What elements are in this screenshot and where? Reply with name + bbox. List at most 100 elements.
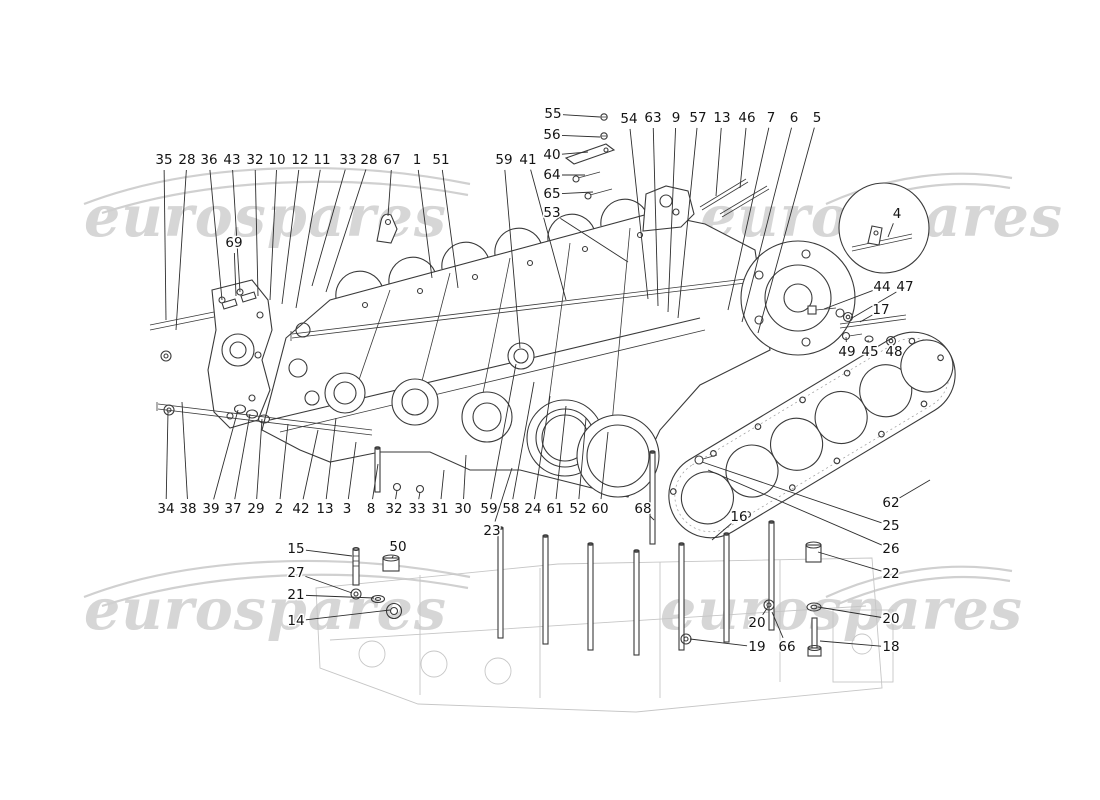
leader-line — [859, 314, 873, 323]
part-label: 56 — [543, 127, 560, 143]
part-label: 23 — [483, 523, 500, 539]
part-label: 46 — [738, 110, 755, 126]
leader-line — [899, 479, 931, 499]
part-label: 18 — [882, 639, 899, 655]
gasket-stud-bolt — [694, 454, 718, 465]
watermark-text: eurospares — [660, 576, 1024, 643]
mounting-studs — [374, 446, 775, 656]
part-label: 39 — [202, 501, 219, 517]
leader-line — [578, 417, 587, 500]
leader-line — [234, 413, 251, 500]
part-label: 29 — [247, 501, 264, 517]
part-label: 51 — [432, 152, 449, 168]
leader-line — [819, 640, 882, 647]
leader-line — [175, 169, 187, 331]
leader-line — [209, 169, 223, 301]
part-label: 59 — [480, 501, 497, 517]
watermark-text: eurospares — [84, 576, 448, 643]
hardware-right — [807, 305, 907, 347]
leader-line — [689, 638, 748, 647]
leader-line — [512, 381, 535, 500]
part-label: 32 — [246, 152, 263, 168]
part-label: 13 — [713, 110, 730, 126]
part-label: 57 — [689, 110, 706, 126]
leader-line — [652, 127, 659, 307]
leader-line — [269, 169, 277, 301]
leader-line — [561, 191, 594, 194]
leader-line — [817, 606, 882, 618]
part-label: 38 — [179, 501, 196, 517]
leader-line — [560, 218, 629, 263]
part-label: 69 — [225, 235, 242, 251]
part-label: 68 — [634, 501, 651, 517]
leader-line — [305, 549, 353, 557]
part-label: 52 — [569, 501, 586, 517]
leader-line — [715, 127, 722, 197]
part-label: 41 — [519, 152, 536, 168]
leader-line — [325, 169, 367, 293]
part-label: 21 — [287, 587, 304, 603]
part-label: 54 — [620, 111, 637, 127]
leader-line — [530, 169, 567, 301]
leader-line — [372, 463, 379, 500]
leader-line — [823, 290, 873, 310]
leader-line — [233, 252, 237, 297]
leader-line — [181, 401, 188, 500]
part-label: 16 — [730, 509, 747, 525]
leader-line — [707, 469, 882, 546]
part-label: 60 — [591, 501, 608, 517]
part-label: 34 — [157, 501, 174, 517]
part-label: 33 — [408, 501, 425, 517]
leader-line — [311, 169, 346, 287]
part-label: 20 — [882, 611, 899, 627]
part-label: 20 — [748, 615, 765, 631]
part-label: 1 — [413, 152, 422, 168]
hardware-left — [149, 291, 373, 436]
leader-line — [165, 411, 169, 500]
leader-line — [504, 169, 521, 349]
leader-line — [325, 417, 337, 500]
part-label: 28 — [178, 152, 195, 168]
part-label: 11 — [313, 152, 330, 168]
leader-line — [441, 169, 459, 289]
leader-line — [757, 127, 815, 334]
part-label: 13 — [316, 501, 333, 517]
part-label: 65 — [543, 186, 560, 202]
part-label: 12 — [291, 152, 308, 168]
leader-line — [213, 409, 239, 500]
leader-line — [395, 489, 398, 500]
leader-line — [418, 491, 421, 500]
leader-line — [256, 418, 263, 500]
part-label: 67 — [383, 152, 400, 168]
part-label: 22 — [882, 566, 899, 582]
detail-inset-circle — [838, 182, 930, 274]
leader-line — [232, 169, 241, 293]
leader-line — [295, 169, 321, 309]
leader-line — [667, 127, 677, 313]
leader-lines — [163, 114, 931, 647]
part-label: 27 — [287, 565, 304, 581]
part-label: 40 — [543, 147, 560, 163]
part-label: 36 — [200, 152, 217, 168]
part-label: 6 — [790, 110, 799, 126]
part-label: 62 — [882, 495, 899, 511]
leader-line — [817, 551, 882, 572]
part-label: 32 — [385, 501, 402, 517]
part-label: 2 — [275, 501, 284, 517]
head-gasket — [668, 331, 956, 539]
part-label: 48 — [885, 344, 902, 360]
leader-line — [391, 555, 394, 559]
part-label: 7 — [767, 110, 776, 126]
leader-line — [600, 431, 609, 500]
leader-line — [281, 169, 300, 305]
ghost-cylinder-head — [315, 557, 894, 713]
leader-line — [254, 169, 259, 297]
part-label: 31 — [431, 501, 448, 517]
part-label: 30 — [454, 501, 471, 517]
front-cover-plate — [207, 279, 273, 429]
part-label: 61 — [546, 501, 563, 517]
part-label: 63 — [644, 110, 661, 126]
leader-line — [701, 461, 882, 524]
